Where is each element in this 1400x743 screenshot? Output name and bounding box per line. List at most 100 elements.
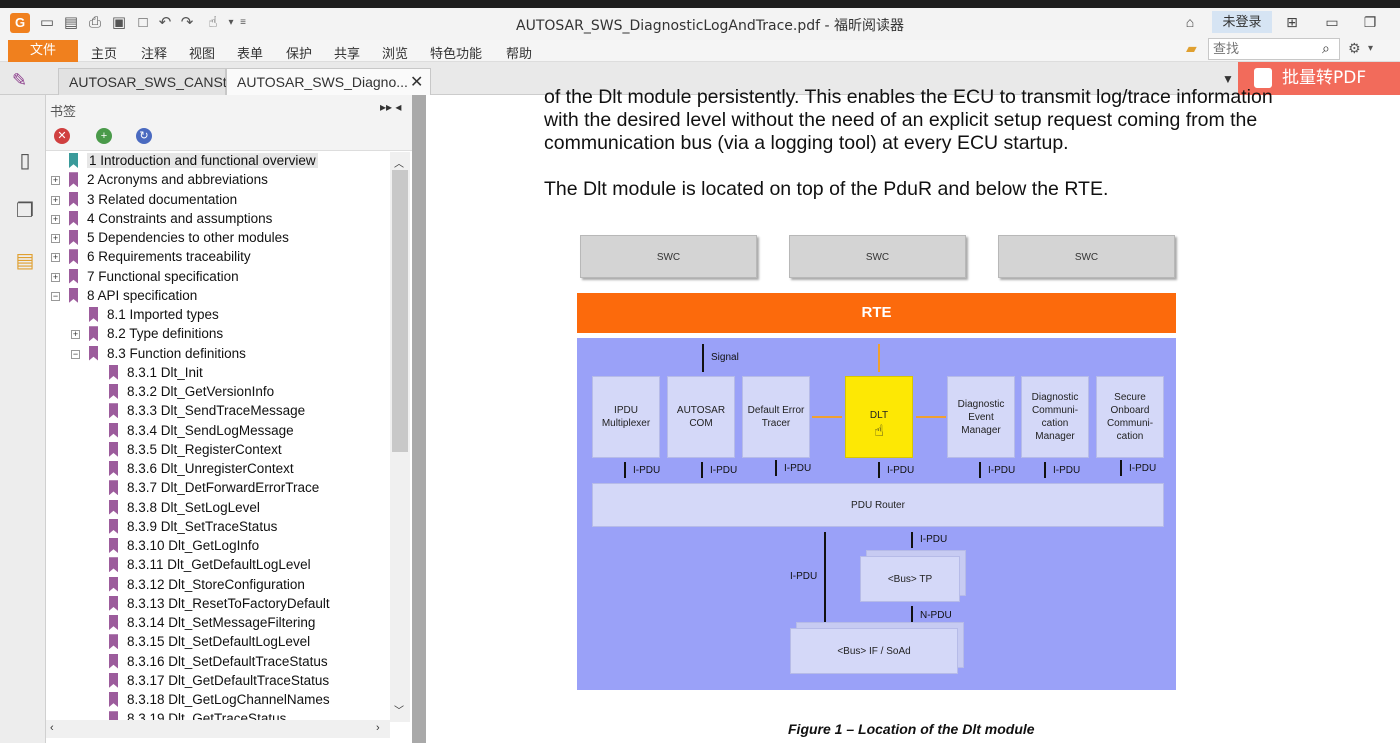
scroll-down-icon[interactable]: ﹀ <box>394 706 404 717</box>
scrollbar-thumb[interactable] <box>392 170 408 452</box>
delete-bookmark-icon[interactable]: ✕ <box>54 128 70 144</box>
new-doc-icon[interactable]: □ <box>138 14 148 31</box>
save-icon[interactable]: ▤ <box>63 14 79 31</box>
close-tab-icon[interactable]: ✕ <box>410 74 424 91</box>
chevron-down-icon[interactable]: ▾ <box>228 17 234 28</box>
chevron-down-icon[interactable]: ▾ <box>1368 43 1374 54</box>
ipdu-arrow <box>701 462 703 478</box>
search-icon[interactable]: ⌕ <box>1322 40 1330 56</box>
bookmark-flag-icon <box>69 191 78 207</box>
bus-if-soad-box: <Bus> IF / SoAd <box>790 628 958 674</box>
menu-protect[interactable]: 保护 <box>286 47 313 62</box>
add-bookmark-icon[interactable]: + <box>96 128 112 144</box>
expand-icon[interactable]: + <box>51 271 60 282</box>
menu-view[interactable]: 视图 <box>189 47 216 62</box>
tab-canst-document[interactable]: AUTOSAR_SWS_CANSt... <box>58 68 238 95</box>
shirt-skin-icon[interactable]: ⌂ <box>1185 14 1195 30</box>
menu-home[interactable]: 主页 <box>91 47 118 62</box>
foxit-brand-icon: ✎ <box>12 70 28 90</box>
ipdu-label: I-PDU <box>988 465 1016 476</box>
dlt-box: DLT ☝ <box>845 376 913 458</box>
npdu-label: N-PDU <box>920 610 952 621</box>
bookmark-label: 8.3.19 Dlt_GetTraceStatus <box>127 711 287 722</box>
expand-bookmark-icon[interactable]: ↻ <box>136 128 152 144</box>
bookmark-horizontal-scrollbar[interactable] <box>46 720 390 738</box>
collapse-icon[interactable]: − <box>71 348 80 359</box>
signal-label: Signal <box>711 352 739 363</box>
expand-icon[interactable]: + <box>51 252 60 263</box>
menu-bar <box>0 40 1400 62</box>
bookmark-toolbar <box>46 121 412 151</box>
collapse-panel-icon[interactable]: ▸▸ ◂ <box>380 100 402 114</box>
expand-icon[interactable]: + <box>51 194 60 205</box>
tab-list-dropdown-icon[interactable]: ▼ <box>1222 72 1234 86</box>
expand-icon[interactable]: + <box>51 233 60 243</box>
tab-diagnostic-document[interactable]: AUTOSAR_SWS_Diagno... <box>226 68 431 95</box>
screen-icon[interactable]: ▣ <box>111 14 127 31</box>
document-icon <box>1254 68 1272 88</box>
doc-text-line: The Dlt module is located on top of the … <box>544 178 1109 200</box>
signal-arrow <box>702 344 704 372</box>
rte-box: RTE <box>577 293 1176 333</box>
redo-icon[interactable]: ↷ <box>180 14 194 31</box>
menu-features[interactable]: 特色功能 <box>430 47 483 62</box>
tab-label: AUTOSAR_SWS_CANSt... <box>69 74 239 90</box>
hand-tool-icon[interactable]: ☝ <box>208 14 218 31</box>
bookmark-flag-icon <box>109 364 118 380</box>
menu-comment[interactable]: 注释 <box>141 47 168 62</box>
search-input[interactable] <box>1208 38 1340 60</box>
swc-box: SWC <box>789 235 966 278</box>
scroll-up-icon[interactable]: ︿ <box>394 159 404 170</box>
minimize-button[interactable]: ▭ <box>1325 14 1339 30</box>
bookmark-flag-icon <box>109 538 118 553</box>
menu-help[interactable]: 帮助 <box>506 47 533 62</box>
bookmark-flag-icon <box>109 403 118 419</box>
pages-panel-icon[interactable]: ❐ <box>16 200 34 222</box>
undo-icon[interactable]: ↶ <box>158 14 172 31</box>
bookmark-label: 8.3.17 Dlt_GetDefaultTraceStatus <box>127 672 330 688</box>
menu-browse[interactable]: 浏览 <box>382 47 409 62</box>
bookmark-flag-icon <box>89 326 98 342</box>
hand-cursor-icon: ☝ <box>874 423 884 440</box>
expand-icon[interactable]: + <box>51 175 60 186</box>
customize-toolbar-icon[interactable]: ≡ <box>240 17 246 28</box>
print-icon[interactable]: ⎙ <box>88 14 101 31</box>
comments-panel-icon[interactable]: ▤ <box>15 250 35 272</box>
menu-share[interactable]: 共享 <box>334 47 361 62</box>
figure-caption: Figure 1 – Location of the Dlt module <box>788 721 1035 737</box>
ipdu-arrow <box>1120 460 1122 476</box>
ipdu-label: I-PDU <box>710 465 738 476</box>
collapse-icon[interactable]: − <box>51 290 60 301</box>
scroll-left-icon[interactable]: ‹ <box>50 722 54 734</box>
panel-splitter[interactable] <box>412 95 426 743</box>
settings-gear-icon[interactable]: ⚙ <box>1348 40 1361 56</box>
open-folder-icon[interactable]: ▭ <box>39 14 55 31</box>
ipdu-arrow <box>775 460 777 476</box>
bookmark-label: 8.3.16 Dlt_SetDefaultTraceStatus <box>127 653 328 669</box>
bookmark-label: 8.3.5 Dlt_RegisterContext <box>127 441 282 457</box>
bookmark-label: 1 Introduction and functional overview <box>87 153 318 168</box>
bookmark-flag-icon <box>69 287 78 303</box>
bookmark-panel-icon[interactable]: ▯ <box>19 150 31 172</box>
top-border <box>0 0 1400 8</box>
dlt-label: DLT <box>869 410 889 421</box>
scroll-right-icon[interactable]: › <box>376 722 380 734</box>
bookmark-label: 8.3.6 Dlt_UnregisterContext <box>127 461 294 476</box>
bookmark-flag-icon <box>109 499 118 515</box>
layout-grid-icon[interactable]: ⊞ <box>1286 14 1298 30</box>
ipdu-arrow <box>624 462 626 478</box>
expand-icon[interactable]: + <box>71 329 80 340</box>
autosar-com-box: AUTOSAR COM <box>667 376 735 458</box>
menu-file[interactable]: 文件 <box>8 40 78 62</box>
restore-button[interactable]: ❐ <box>1363 14 1377 30</box>
bookmark-label: 8.3.8 Dlt_SetLogLevel <box>127 499 260 515</box>
login-button[interactable]: 未登录 <box>1212 11 1272 33</box>
ipdu-label: I-PDU <box>1053 465 1081 476</box>
batch-convert-pdf-banner[interactable]: 批量转PDF <box>1238 62 1400 95</box>
menu-form[interactable]: 表单 <box>237 47 264 62</box>
ipdu-label: I-PDU <box>920 534 948 545</box>
bookmark-label: 6 Requirements traceability <box>87 249 251 265</box>
folder-search-icon[interactable]: ▰ <box>1186 40 1197 56</box>
expand-icon[interactable]: + <box>51 213 60 224</box>
